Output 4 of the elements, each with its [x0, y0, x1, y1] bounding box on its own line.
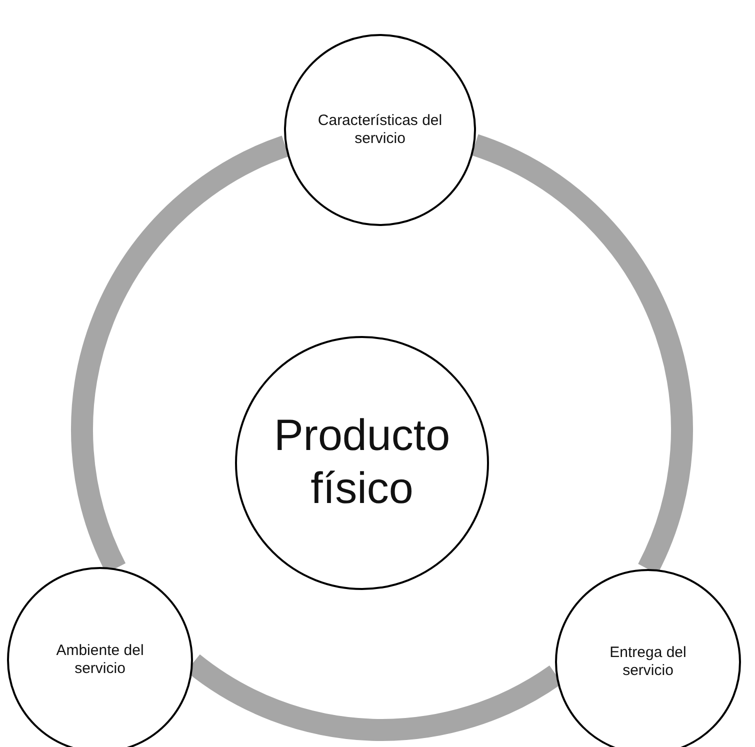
- node-label: Producto físico: [272, 410, 452, 515]
- node-label: Entrega del servicio: [608, 644, 688, 680]
- node-label: Características del servicio: [316, 112, 444, 148]
- node-label: Ambiente del servicio: [55, 642, 145, 678]
